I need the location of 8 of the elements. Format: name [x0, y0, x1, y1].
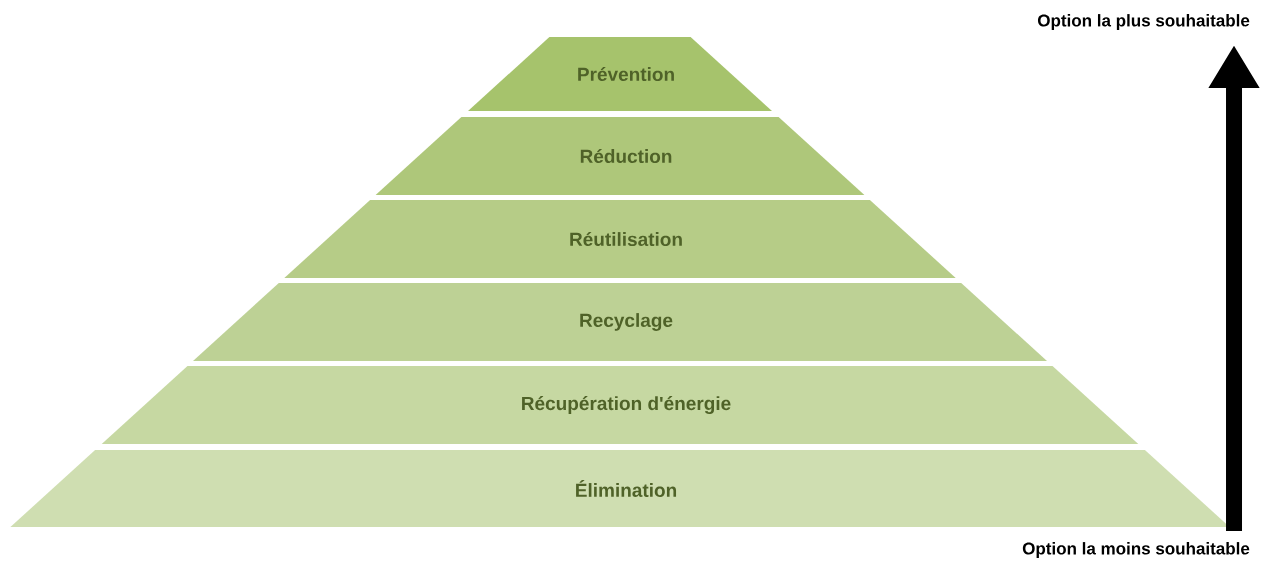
pyramid-level: Récupération d'énergie: [101, 366, 1139, 444]
pyramid-level: Réduction: [375, 117, 865, 195]
pyramid-level: Recyclage: [193, 283, 1047, 361]
pyramid-level: Prévention: [468, 37, 772, 111]
end-label: Option la moins souhaitable: [1022, 542, 1250, 558]
pyramid-level: Réutilisation: [284, 200, 956, 278]
pyramid-level: Élimination: [10, 450, 1230, 527]
end-label: Option la plus souhaitable: [1038, 14, 1250, 30]
